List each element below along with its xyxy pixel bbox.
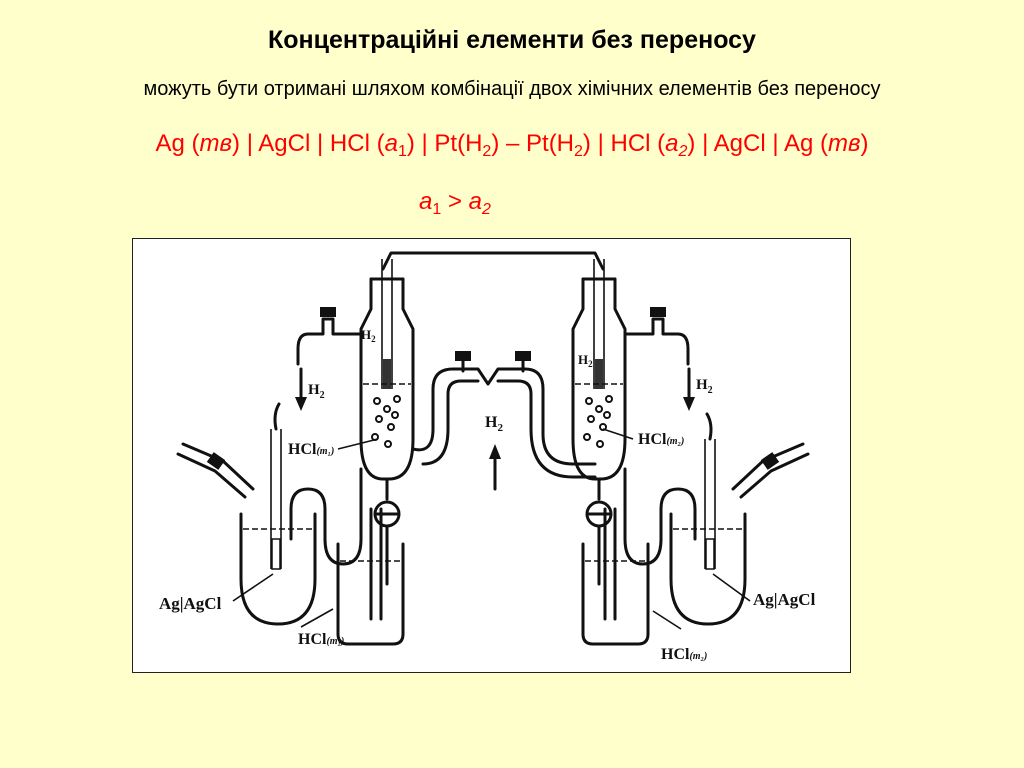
- h2-outlet-arrow-left-icon: [295, 397, 307, 411]
- stopcock-left-side: [206, 452, 226, 470]
- cell-formula: Ag (тв) | AgCl | HCl (a1) | Pt(H2) – Pt(…: [155, 130, 869, 160]
- label-electrode-left: Ag|AgCl: [159, 594, 222, 613]
- label-h2-outlet-right: H2: [696, 377, 713, 396]
- stopcock-left-outlet: [320, 307, 336, 317]
- label-hcl-m2-bottom: HCl(m₂): [661, 646, 707, 663]
- agcl-electrode-left: [271, 538, 281, 570]
- platinum-electrode-left: [383, 359, 391, 389]
- left-half-cell: [176, 259, 415, 646]
- activity-condition: a1 > a2: [419, 188, 491, 218]
- slide-title: Концентраційні елементи без переносу: [268, 26, 756, 54]
- label-h2-tube-left: H2: [361, 327, 376, 344]
- hydrogen-inlet: [411, 351, 597, 491]
- stopcock-right-outlet: [650, 307, 666, 317]
- label-hcl-m1-bottom: HCl(m₁): [298, 631, 344, 648]
- label-electrode-right: Ag|AgCl: [753, 590, 816, 609]
- label-hcl-m1-top: HCl(m₁): [288, 441, 334, 458]
- platinum-electrode-right: [595, 359, 603, 389]
- apparatus-diagram: H2 H2 H2 H2 H2 HCl(m₁) HCl(m₂) Ag|AgCl A…: [159, 251, 816, 663]
- h2-inlet-arrow-icon: [489, 444, 501, 459]
- label-h2-inlet: H2: [485, 414, 503, 434]
- label-hcl-m2-top: HCl(m₂): [638, 431, 684, 448]
- connecting-wire: [381, 251, 605, 271]
- hydrogen-bubbles-right: [583, 395, 613, 448]
- stopcock-center-right: [515, 351, 531, 361]
- h2-outlet-arrow-right-icon: [683, 397, 695, 411]
- right-half-cell: [571, 259, 810, 646]
- slide-subtitle: можуть бути отримані шляхом комбінації д…: [143, 78, 881, 100]
- stopcock-right-side: [760, 452, 780, 470]
- agcl-electrode-right: [705, 538, 715, 570]
- stopcock-center-left: [455, 351, 471, 361]
- label-h2-outlet-left: H2: [308, 382, 325, 401]
- apparatus-figure: H2 H2 H2 H2 H2 HCl(m₁) HCl(m₂) Ag|AgCl A…: [132, 238, 851, 673]
- label-h2-tube-right: H2: [578, 352, 593, 369]
